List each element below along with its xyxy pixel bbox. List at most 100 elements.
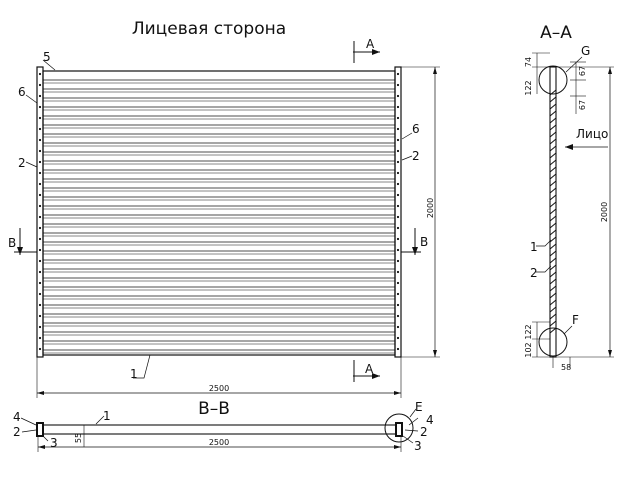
front-view-title: Лицевая сторона: [132, 19, 286, 39]
front-height-label: 2000: [426, 198, 435, 218]
section-bb-depth-label: 55: [74, 433, 83, 443]
fastener-dot: [396, 237, 400, 241]
dim-67-a: 67: [578, 66, 587, 76]
fastener-dot: [38, 204, 42, 208]
fastener-dot: [38, 127, 42, 131]
hatch-line: [549, 250, 557, 257]
hatch-line: [549, 180, 557, 187]
hatch-line: [549, 285, 557, 292]
fastener-dot: [396, 292, 400, 296]
dim-74: 74: [524, 57, 533, 67]
section-bb-width-dimension: [37, 436, 402, 452]
section-hatching: [549, 89, 557, 334]
fastener-dot: [38, 336, 42, 340]
fastener-dot: [38, 248, 42, 252]
callout-2-left-bb: 2: [13, 425, 21, 439]
fastener-dots: [38, 72, 400, 351]
hatch-line: [549, 320, 557, 327]
callout-1-section-bb: 1: [103, 409, 111, 423]
face-arrow: [565, 144, 608, 150]
hatch-line: [549, 96, 557, 103]
callout-2-right: 2: [412, 149, 420, 163]
fastener-dot: [38, 215, 42, 219]
fastener-dot: [396, 325, 400, 329]
left-post: [36, 66, 44, 358]
hatch-line: [549, 292, 557, 299]
fastener-dot: [38, 292, 42, 296]
fastener-dot: [396, 226, 400, 230]
callout-2-left: 2: [18, 156, 26, 170]
front-height-dimension: [401, 66, 440, 358]
fastener-dot: [396, 105, 400, 109]
infill-frame: [42, 70, 396, 356]
hatch-line: [549, 152, 557, 159]
detail-g-label: G: [581, 44, 590, 58]
section-b-right-label: B: [420, 235, 428, 249]
fastener-dot: [396, 72, 400, 76]
fastener-dot: [38, 193, 42, 197]
fastener-dot: [396, 314, 400, 318]
hatch-line: [549, 173, 557, 180]
hatch-line: [549, 208, 557, 215]
fastener-dot: [396, 160, 400, 164]
callout-6-right: 6: [412, 122, 420, 136]
fastener-dot: [38, 105, 42, 109]
front-view-panel: [36, 66, 402, 358]
hatch-line: [549, 327, 557, 334]
section-b-marker-right: [401, 228, 421, 255]
section-aa-top-dimensions: [532, 52, 586, 114]
fastener-dot: [396, 182, 400, 186]
detail-g-circle: [538, 65, 568, 95]
fastener-dot: [38, 270, 42, 274]
face-label: Лицо: [576, 127, 608, 141]
fastener-dot: [396, 127, 400, 131]
hatch-line: [549, 243, 557, 250]
dim-67-b: 67: [578, 100, 587, 110]
hatch-line: [549, 117, 557, 124]
hatch-line: [549, 138, 557, 145]
callout-4-right: 4: [426, 413, 434, 427]
detail-f-label: F: [572, 313, 579, 327]
section-aa-height-label: 2000: [600, 202, 609, 222]
fastener-dot: [396, 138, 400, 142]
fastener-dot: [396, 336, 400, 340]
hatch-line: [549, 236, 557, 243]
fastener-dot: [38, 171, 42, 175]
hatch-line: [549, 299, 557, 306]
fastener-dot: [396, 83, 400, 87]
dim-58: 58: [561, 363, 571, 372]
hatch-line: [549, 278, 557, 285]
front-callout-leaders: [25, 59, 413, 379]
callout-4-left: 4: [13, 410, 21, 424]
fastener-dot: [396, 303, 400, 307]
fastener-dot: [38, 94, 42, 98]
front-width-label: 2500: [209, 384, 229, 393]
hatch-line: [549, 222, 557, 229]
dim-102: 102: [524, 342, 533, 357]
fastener-dot: [396, 204, 400, 208]
fastener-dot: [396, 270, 400, 274]
section-a-marker-top: [353, 41, 380, 63]
fastener-dot: [38, 303, 42, 307]
infill-slats: [43, 79, 395, 354]
hatch-line: [549, 159, 557, 166]
section-aa-bottom-dimensions: [532, 321, 550, 358]
fastener-dot: [396, 171, 400, 175]
hatch-line: [549, 306, 557, 313]
hatch-line: [549, 145, 557, 152]
fastener-dot: [38, 182, 42, 186]
section-bb-infill: [37, 424, 401, 435]
hatch-line: [549, 257, 557, 264]
callout-2-section-aa: 2: [530, 266, 538, 280]
hatch-line: [549, 166, 557, 173]
hatch-line: [549, 201, 557, 208]
front-width-dimension: [36, 357, 402, 398]
dim-122-top: 122: [524, 80, 533, 95]
fastener-dot: [38, 281, 42, 285]
fastener-dot: [38, 149, 42, 153]
section-aa-height-dimension: [556, 66, 614, 358]
section-a-bottom-label: A: [365, 362, 374, 376]
section-a-marker-bottom: [353, 360, 380, 382]
fastener-dot: [396, 347, 400, 351]
